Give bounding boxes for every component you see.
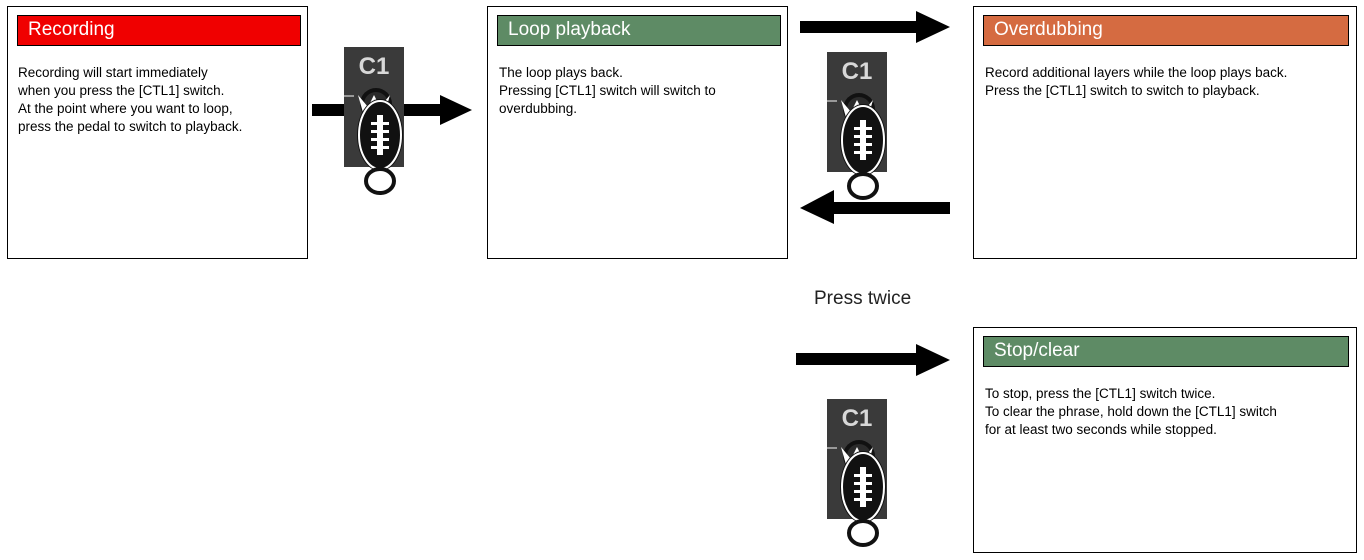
foot-icon [840,451,886,547]
loop-playback-line-2: Pressing [CTL1] switch will switch to [499,83,716,98]
foot-icon [840,104,886,200]
stop-clear-line-3: for at least two seconds while stopped. [985,422,1217,437]
recording-line-3: At the point where you want to loop, [18,101,233,116]
recording-box: Recording Recording will start immediate… [7,6,308,259]
overdubbing-line-1: Record additional layers while the loop … [985,65,1288,80]
foot-icon [357,99,403,195]
recording-line-4: press the pedal to switch to playback. [18,119,243,134]
recording-header: Recording [17,15,301,46]
overdubbing-description: Record additional layers while the loop … [985,64,1287,100]
recording-line-1: Recording will start immediately [18,65,208,80]
overdubbing-line-2: Press the [CTL1] switch to switch to pla… [985,83,1260,98]
recording-description: Recording will start immediately when yo… [18,64,242,136]
overdubbing-box: Overdubbing Record additional layers whi… [973,6,1357,259]
pedal-label: C1 [842,405,873,432]
stop-clear-line-1: To stop, press the [CTL1] switch twice. [985,386,1216,401]
pedal-label: C1 [359,53,390,80]
loop-playback-description: The loop plays back. Pressing [CTL1] swi… [499,64,716,118]
arrow-left-icon [800,190,950,224]
stop-clear-box: Stop/clear To stop, press the [CTL1] swi… [973,327,1357,553]
stop-clear-header: Stop/clear [983,336,1349,367]
pedal-label: C1 [842,58,873,85]
arrow-right-icon [800,11,950,43]
stop-clear-line-2: To clear the phrase, hold down the [CTL1… [985,404,1277,419]
loop-playback-line-1: The loop plays back. [499,65,623,80]
loop-playback-box: Loop playback The loop plays back. Press… [487,6,788,259]
arrow-right-icon [796,344,950,376]
press-twice-label: Press twice [814,288,912,309]
loop-playback-header: Loop playback [497,15,781,46]
loop-playback-line-3: overdubbing. [499,101,578,116]
stop-clear-description: To stop, press the [CTL1] switch twice. … [985,385,1277,439]
overdubbing-header: Overdubbing [983,15,1349,46]
recording-line-2: when you press the [CTL1] switch. [18,83,225,98]
